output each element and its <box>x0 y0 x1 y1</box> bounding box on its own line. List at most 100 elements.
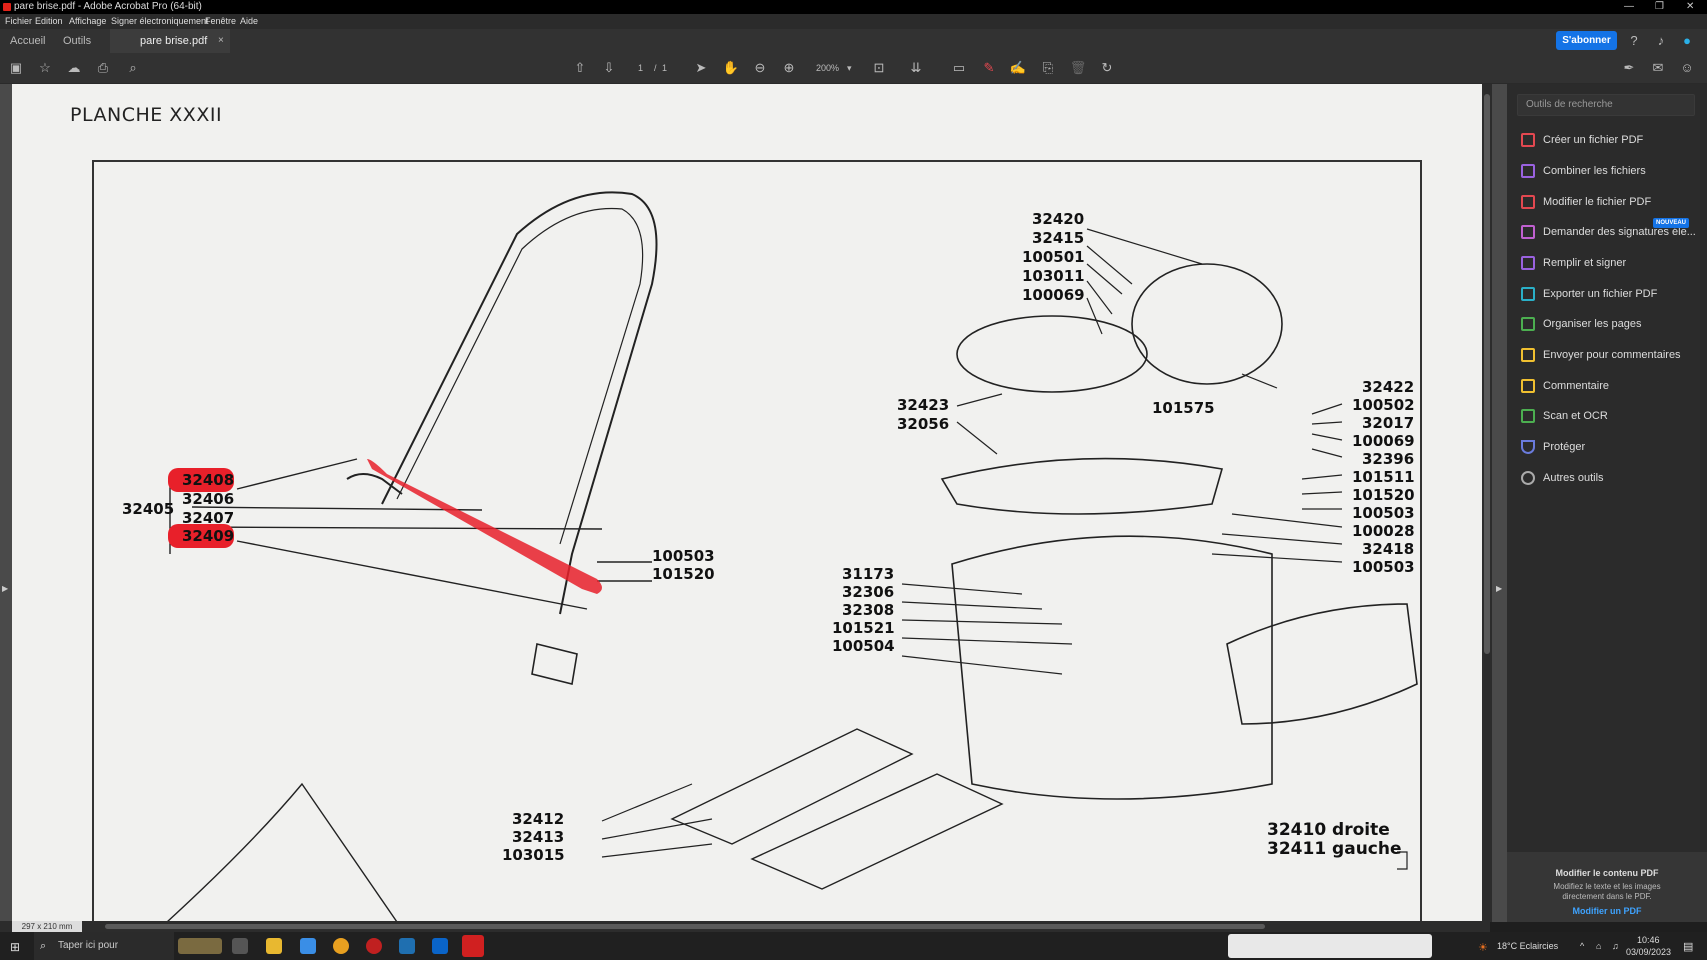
menu-affichage[interactable]: Affichage <box>69 16 107 26</box>
document-area[interactable]: PLANCHE XXXII <box>0 84 1507 922</box>
store-icon[interactable] <box>300 938 316 954</box>
minimize-icon[interactable]: — <box>1624 1 1634 12</box>
front-saddle <box>956 315 1148 393</box>
acrobat-taskbar-icon[interactable] <box>462 935 484 957</box>
close-icon[interactable]: ✕ <box>1686 1 1695 12</box>
tab-document[interactable]: pare brise.pdf <box>110 29 230 53</box>
tool-create-pdf[interactable]: Créer un fichier PDF <box>1521 130 1701 150</box>
tool-edit-pdf[interactable]: Modifier le fichier PDF <box>1521 192 1701 212</box>
clock-date[interactable]: 03/09/2023 <box>1626 947 1672 957</box>
tool-protect[interactable]: Protéger <box>1521 437 1701 457</box>
part-32406: 32406 <box>182 490 235 508</box>
avatar[interactable]: ● <box>1683 33 1691 48</box>
select-cursor-icon[interactable]: ➤ <box>695 60 707 75</box>
upload-cloud-icon[interactable]: ☁ <box>67 60 81 75</box>
part-bottom: 32413 <box>512 828 565 846</box>
highlight-pen-icon[interactable]: ✎ <box>983 60 995 75</box>
part-right: 101520 <box>1352 486 1415 504</box>
part-right: 32017 <box>1362 414 1415 432</box>
app-l-icon[interactable] <box>399 938 415 954</box>
tool-combine[interactable]: Combiner les fichiers <box>1521 161 1701 181</box>
tool-send-comments[interactable]: Envoyer pour commentaires <box>1521 345 1701 365</box>
page-current[interactable]: 1 <box>638 63 644 73</box>
draw-icon[interactable]: ✍ <box>1009 60 1027 75</box>
weather-text[interactable]: 18°C Eclaircies <box>1497 941 1559 951</box>
part-seat: 100501 <box>1022 248 1085 266</box>
save-icon[interactable]: ▣ <box>9 60 23 75</box>
page-down-icon[interactable]: ⇩ <box>603 60 615 75</box>
part-mid: 32306 <box>842 583 895 601</box>
promo-text-2: directement dans le PDF. <box>1562 892 1652 901</box>
menu-aide[interactable]: Aide <box>240 16 259 26</box>
windows-start-icon[interactable]: ⊞ <box>10 940 21 954</box>
network-icon[interactable]: ⌂ <box>1596 941 1602 951</box>
zoom-search-icon[interactable]: ⌕ <box>129 60 137 75</box>
horizontal-scrollbar[interactable]: 297 x 210 mm <box>0 921 1490 932</box>
tab-outils[interactable]: Outils <box>63 35 92 47</box>
page-up-icon[interactable]: ⇧ <box>574 60 586 75</box>
task-view-icon[interactable] <box>232 938 248 954</box>
news-widget-icon[interactable] <box>178 938 222 954</box>
help-icon[interactable]: ? <box>1630 33 1638 48</box>
left-panel-toggle-icon[interactable]: ▶ <box>2 584 9 593</box>
tab-close-icon[interactable]: × <box>218 35 224 46</box>
scroll-mode-icon[interactable]: ⇊ <box>910 60 922 75</box>
app-red-icon[interactable] <box>366 938 382 954</box>
tool-more-tools[interactable]: Autres outils <box>1521 468 1701 488</box>
zoom-dropdown-icon[interactable]: ▾ <box>847 63 852 73</box>
tool-request-signatures[interactable]: Demander des signatures éle... <box>1521 222 1701 242</box>
tools-panel: Outils de recherche Créer un fichier PDF… <box>1507 84 1707 922</box>
tab-accueil[interactable]: Accueil <box>10 35 46 47</box>
mail-icon[interactable]: ✉ <box>1652 60 1664 75</box>
menu-fenetre[interactable]: Fenêtre <box>205 16 237 26</box>
print-icon[interactable]: ⎙ <box>97 60 109 75</box>
promo-title: Modifier le contenu PDF <box>1555 868 1659 878</box>
vertical-scroll-thumb[interactable] <box>1484 94 1490 654</box>
highlighted-windscreen-seal <box>367 459 602 594</box>
volume-icon[interactable]: ♫ <box>1612 941 1619 951</box>
zoom-out-icon[interactable]: ⊖ <box>754 60 766 75</box>
edit-pdf-icon <box>1521 195 1535 210</box>
fit-page-icon[interactable]: ⊡ <box>873 60 885 75</box>
tool-organize-pages[interactable]: Organiser les pages <box>1521 314 1701 334</box>
menu-edition[interactable]: Edition <box>35 16 63 26</box>
part-right: 101511 <box>1352 468 1415 486</box>
chrome-icon[interactable] <box>333 938 349 954</box>
pdf-page[interactable]: PLANCHE XXXII <box>12 84 1482 922</box>
promo-link[interactable]: Modifier un PDF <box>1572 906 1642 916</box>
part-right: 100503 <box>1352 558 1415 576</box>
subscribe-button[interactable]: S'abonner <box>1556 31 1617 50</box>
menu-fichier[interactable]: Fichier <box>5 16 33 26</box>
tool-export-pdf[interactable]: Exporter un fichier PDF <box>1521 284 1701 304</box>
taskbar-search[interactable]: Taper ici pour <box>34 932 174 960</box>
horizontal-scroll-thumb[interactable] <box>105 924 1265 929</box>
menu-signer[interactable]: Signer électroniquement <box>111 16 209 26</box>
tool-fill-sign[interactable]: Remplir et signer <box>1521 253 1701 273</box>
right-panel-toggle-icon[interactable]: ▶ <box>1496 584 1503 593</box>
share-user-icon[interactable]: ☺ <box>1680 60 1694 75</box>
comment-icon[interactable]: ▭ <box>952 60 966 75</box>
outlook-icon[interactable] <box>432 938 448 954</box>
tool-comment[interactable]: Commentaire <box>1521 376 1701 396</box>
tool-scan-ocr[interactable]: Scan et OCR <box>1521 406 1701 426</box>
maximize-icon[interactable]: ❐ <box>1655 1 1664 12</box>
zoom-in-icon[interactable]: ⊕ <box>783 60 795 75</box>
tray-chevron-icon[interactable]: ^ <box>1580 941 1585 951</box>
notifications-icon[interactable]: ▤ <box>1683 941 1694 953</box>
stamp-icon[interactable]: ⎘ <box>1042 60 1054 75</box>
part-seat-low: 101575 <box>1152 399 1215 417</box>
hand-icon[interactable]: ✋ <box>722 60 740 75</box>
tools-search-input[interactable]: Outils de recherche <box>1517 94 1695 116</box>
rotate-icon[interactable]: ↻ <box>1101 60 1113 75</box>
zoom-level[interactable]: 200% <box>816 63 840 73</box>
part-seat: 32420 <box>1032 210 1085 228</box>
vertical-scrollbar[interactable] <box>1482 84 1492 922</box>
star-icon[interactable]: ☆ <box>39 60 51 75</box>
part-right: 100503 <box>1352 504 1415 522</box>
delete-icon[interactable]: 🗑 <box>1069 60 1087 75</box>
part-right: 32418 <box>1362 540 1415 558</box>
bell-icon[interactable]: ♪ <box>1657 33 1665 48</box>
file-explorer-icon[interactable] <box>266 938 282 954</box>
sign-icon[interactable]: ✒ <box>1623 60 1635 75</box>
clock-time[interactable]: 10:46 <box>1637 935 1660 945</box>
